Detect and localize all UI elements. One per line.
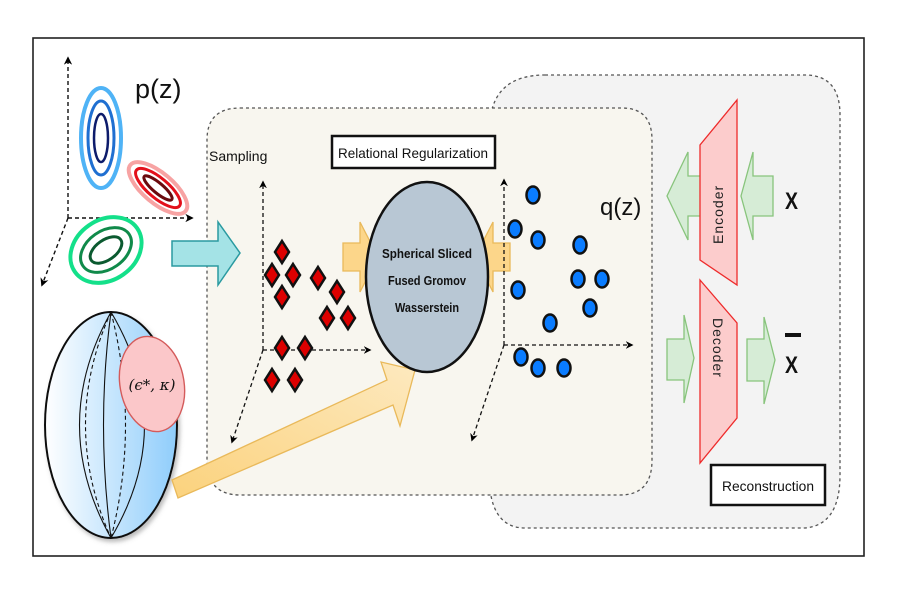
- posterior-point: [582, 298, 598, 318]
- decoder-to-output-arrow: [746, 316, 776, 405]
- sphere-cap: [118, 335, 186, 433]
- blue-gaussian: [79, 86, 123, 190]
- sampled-point: [328, 278, 346, 306]
- sampled-point: [263, 366, 281, 394]
- sampled-point: [286, 366, 304, 394]
- sampling-points: [263, 238, 357, 394]
- sampled-point: [273, 334, 291, 362]
- posterior-point: [542, 313, 558, 333]
- prior-to-sampling-arrow: [171, 219, 241, 288]
- posterior-label: q(z): [600, 194, 641, 221]
- posterior-point: [530, 358, 546, 378]
- core-line-2: Fused Gromov: [388, 273, 467, 288]
- encoder-label: Encoder: [710, 185, 726, 244]
- decoder-block: [699, 278, 738, 465]
- prior-label: p(z): [135, 74, 182, 104]
- regularization-title: Relational Regularization: [338, 145, 488, 161]
- posterior-point: [507, 219, 523, 239]
- regularization-title-box: Relational Regularization: [330, 134, 497, 170]
- posterior-point: [572, 235, 588, 255]
- sampled-point: [339, 304, 357, 332]
- sampled-point: [284, 261, 302, 289]
- sampled-point: [273, 283, 291, 311]
- green-gaussian: [68, 215, 144, 285]
- decoder-label: Decoder: [710, 318, 726, 378]
- sphere-cap-label: (ϵ*, κ): [129, 376, 176, 394]
- posterior-point: [530, 230, 546, 250]
- sphere-to-core-arrow: [171, 361, 416, 499]
- posterior-point: [594, 269, 610, 289]
- encoder-block: [699, 98, 738, 287]
- output-x-label: X: [785, 352, 798, 379]
- input-x-label: X: [785, 188, 798, 215]
- sampled-point: [296, 334, 314, 362]
- reconstruction-title: Reconstruction: [722, 478, 814, 494]
- sampled-point: [263, 261, 281, 289]
- posterior-point: [570, 269, 586, 289]
- posterior-point: [513, 347, 529, 367]
- latent-to-decoder-arrow: [666, 314, 695, 404]
- output-x-bar: [785, 333, 801, 337]
- sampled-point: [273, 238, 291, 266]
- sampled-point: [318, 304, 336, 332]
- prior-axes: [40, 56, 194, 287]
- sampling-label: Sampling: [209, 148, 267, 164]
- core-line-1: Spherical Sliced: [382, 246, 472, 261]
- input-to-encoder-arrow: [740, 151, 774, 241]
- posterior-axes: [470, 178, 634, 442]
- posterior-point: [525, 185, 541, 205]
- posterior-points: [507, 185, 610, 378]
- core-line-3: Wasserstein: [395, 300, 459, 315]
- posterior-point: [510, 280, 526, 300]
- reconstruction-title-box: Reconstruction: [709, 463, 827, 507]
- sampled-point: [309, 264, 327, 292]
- sswgw-core: [364, 180, 490, 374]
- red-gaussian: [126, 160, 190, 216]
- posterior-point: [556, 358, 572, 378]
